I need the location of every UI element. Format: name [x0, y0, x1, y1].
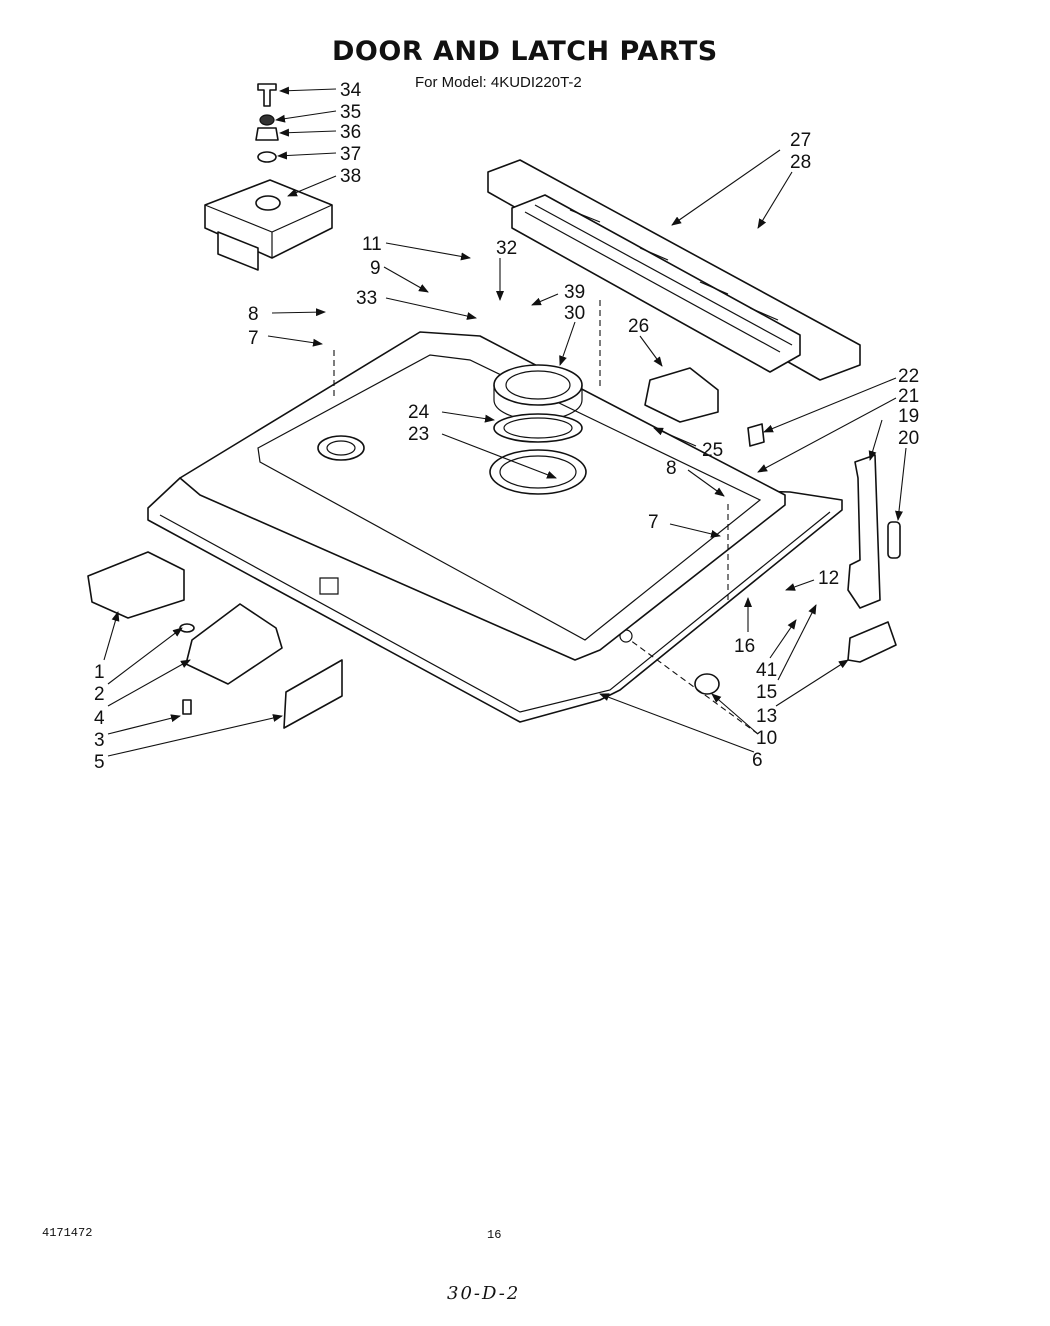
- callout-28: 28: [790, 152, 811, 173]
- callout-27: 27: [790, 130, 811, 151]
- callout-4: 4: [94, 708, 105, 729]
- callout-19: 19: [898, 406, 919, 427]
- callout-36: 36: [340, 122, 361, 143]
- callout-33: 33: [356, 288, 377, 309]
- model-subtitle: For Model: 4KUDI220T-2: [415, 74, 582, 91]
- handwritten-note: 30-D-2: [447, 1283, 521, 1304]
- callout-7-top: 7: [248, 328, 259, 349]
- callout-3: 3: [94, 730, 105, 751]
- detergent-dispenser-assembly: [204, 179, 333, 271]
- vent-assembly: [487, 159, 861, 381]
- callout-8-right: 8: [666, 458, 677, 479]
- callout-7-right: 7: [648, 512, 659, 533]
- callout-11: 11: [362, 234, 382, 255]
- callout-10: 10: [756, 728, 777, 749]
- callout-38: 38: [340, 166, 361, 187]
- page-title: DOOR AND LATCH PARTS: [332, 36, 718, 67]
- callout-13: 13: [756, 706, 777, 727]
- latch-and-hinge-parts: [644, 367, 901, 663]
- callout-22: 22: [898, 366, 919, 387]
- callout-34: 34: [340, 80, 362, 101]
- callout-21: 21: [898, 386, 919, 407]
- callout-2: 2: [94, 684, 105, 705]
- dispenser-fasteners: [255, 83, 279, 163]
- callout-6: 6: [752, 750, 763, 771]
- door-inner-liner: [179, 331, 786, 661]
- callout-16: 16: [734, 636, 755, 657]
- callout-32: 32: [496, 238, 517, 259]
- spray-arm-hub: [493, 364, 583, 443]
- plug-button: [694, 673, 720, 695]
- callout-23: 23: [408, 424, 429, 445]
- callout-37: 37: [340, 144, 361, 165]
- callout-9: 9: [370, 258, 381, 279]
- page-number: 16: [487, 1228, 502, 1242]
- callout-15: 15: [756, 682, 777, 703]
- callout-35: 35: [340, 102, 361, 123]
- callout-24: 24: [408, 402, 430, 423]
- callout-labels: 34 35 36 37 38 27 28 11 32 9 39 33 30 8 …: [94, 80, 919, 773]
- callout-1: 1: [94, 662, 105, 683]
- callout-39: 39: [564, 282, 585, 303]
- callout-12: 12: [818, 568, 839, 589]
- callout-25: 25: [702, 440, 723, 461]
- callout-8-top: 8: [248, 304, 259, 325]
- document-number: 4171472: [42, 1226, 93, 1240]
- callout-20: 20: [898, 428, 919, 449]
- hinge-bracket-left: [87, 551, 343, 729]
- callout-26: 26: [628, 316, 649, 337]
- callout-41: 41: [756, 660, 777, 681]
- leader-lines: [103, 86, 907, 757]
- callout-30: 30: [564, 303, 585, 324]
- callout-5: 5: [94, 752, 105, 773]
